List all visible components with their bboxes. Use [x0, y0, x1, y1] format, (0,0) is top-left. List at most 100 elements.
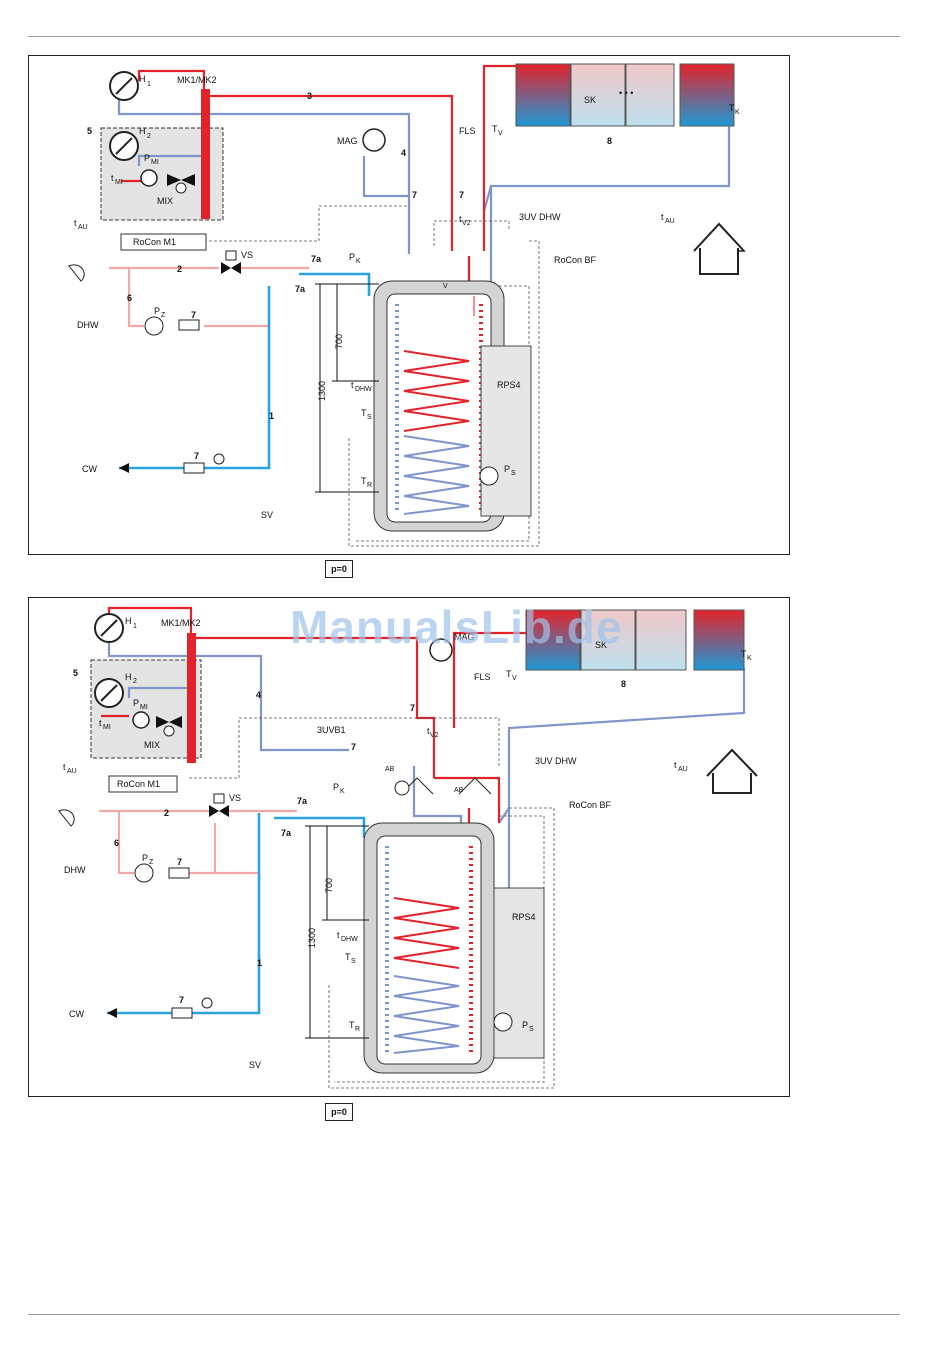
pressure-badge-1: p=0 [325, 560, 353, 578]
label-h2: H [139, 126, 146, 136]
label-7-a: 7 [412, 190, 417, 200]
cw-filter-icon [183, 462, 205, 474]
svg-text:2: 2 [133, 678, 137, 685]
label-sk-2: SK [595, 640, 607, 650]
label-rocon-m1-2: RoCon M1 [117, 779, 160, 789]
control-lines [194, 205, 540, 547]
label-tv2: t [459, 214, 462, 224]
dhw-pipes [109, 266, 309, 328]
dhw-pipes-2 [99, 809, 297, 875]
label-ts: T [361, 408, 367, 418]
label-tmi: t [111, 173, 114, 183]
label-vs: VS [241, 250, 253, 260]
label-5: 5 [87, 126, 92, 136]
label-mk-2: MK1/MK2 [161, 618, 201, 628]
storage-tank-inner [386, 293, 492, 523]
label-1300: 1300 [317, 381, 327, 401]
watermark: ManualsLib.de [290, 601, 623, 653]
collector-2-1 [525, 609, 581, 671]
label-mag-2: MAG [454, 632, 475, 642]
label-tv2-2: t [427, 726, 430, 736]
svg-text:MI: MI [103, 724, 111, 731]
label-ps-2: P [522, 1020, 528, 1030]
manifold-mk [201, 89, 210, 219]
svg-text:K: K [340, 788, 345, 795]
label-ps: P [504, 464, 510, 474]
label-tr-2: T [349, 1020, 355, 1030]
label-6: 6 [127, 293, 132, 303]
cold-pipes [119, 272, 371, 470]
collector-2 [570, 63, 626, 127]
label-tau-left: t [74, 218, 77, 228]
label-tmi-2: t [99, 718, 102, 728]
svg-text:K: K [747, 655, 752, 662]
collector-4 [679, 63, 735, 127]
label-3: 3 [307, 91, 312, 101]
svg-text:V2: V2 [430, 732, 439, 739]
label-h1-2: H [125, 616, 132, 626]
svg-text:DHW: DHW [341, 936, 358, 943]
label-rps4: RPS4 [497, 380, 521, 390]
gauge-icon-2 [201, 997, 213, 1009]
label-7-e: 7 [351, 742, 356, 752]
diagram-1-svg: H 1 MK1/MK2 5 H 2 P MI t MI MIX t AU RoC… [68, 63, 746, 547]
label-sv-2: SV [249, 1060, 261, 1070]
label-fls-2: FLS [474, 672, 491, 682]
mag-vessel-icon-2 [429, 638, 453, 662]
label-6-2: 6 [114, 838, 119, 848]
label-rocon-bf-2: RoCon BF [569, 800, 612, 810]
gauge-icon [213, 453, 225, 465]
label-tv: T [492, 124, 498, 134]
cw-inlet-icon [119, 463, 129, 473]
label-mix-2: MIX [144, 740, 160, 750]
mag-vessel-icon [362, 128, 386, 152]
pk-pump-icon-2 [394, 780, 410, 796]
label-pz-2: P [142, 853, 148, 863]
label-7-g: 7 [177, 857, 182, 867]
vs-valve-icon [221, 262, 241, 274]
label-8: 8 [607, 136, 612, 146]
label-2-2: 2 [164, 808, 169, 818]
svg-text:MI: MI [140, 704, 148, 711]
label-tau-left-2: t [63, 762, 66, 772]
label-pmi-2: P [133, 698, 139, 708]
label-7-f: 7 [410, 703, 415, 713]
collector-1 [515, 63, 571, 127]
svg-text:1: 1 [133, 623, 137, 630]
pmi-pump-icon [140, 169, 158, 187]
pressure-badge-2: p=0 [325, 1103, 353, 1121]
label-7a-b: 7a [295, 284, 306, 294]
svg-text:AU: AU [78, 224, 88, 231]
mix-motor-icon [175, 182, 187, 194]
label-4-2: 4 [256, 690, 261, 700]
label-tdhw: t [351, 380, 354, 390]
pz-pump-icon-2 [134, 863, 154, 883]
svg-text:Z: Z [149, 859, 154, 866]
header-rule [28, 36, 900, 37]
label-3uv-dhw-2: 3UV DHW [535, 756, 577, 766]
svg-text:R: R [367, 482, 372, 489]
label-mk: MK1/MK2 [177, 75, 217, 85]
label-fls: FLS [459, 126, 476, 136]
mix-valve-icon-2 [156, 716, 182, 728]
pmi-pump-icon-2 [132, 711, 150, 729]
rps4-station [480, 345, 532, 517]
svg-text:2: 2 [147, 133, 151, 140]
svg-text:1: 1 [147, 81, 151, 88]
svg-text:R: R [355, 1026, 360, 1033]
label-ts-2: T [345, 952, 351, 962]
svg-text:AU: AU [678, 766, 688, 773]
svg-text:DHW: DHW [355, 386, 372, 393]
svg-text:AU: AU [67, 768, 77, 775]
svg-text:K: K [735, 109, 740, 116]
label-vs-2: VS [229, 793, 241, 803]
label-pz: P [154, 306, 160, 316]
label-mag: MAG [337, 136, 358, 146]
tank-coils [403, 350, 470, 515]
house-icon-2 [706, 748, 758, 794]
shower-icon-2 [58, 809, 75, 827]
mix-valve-icon [167, 174, 195, 186]
svg-text:MI: MI [151, 159, 159, 166]
svg-text:S: S [367, 414, 372, 421]
ps-pump-icon-2 [493, 1012, 513, 1032]
